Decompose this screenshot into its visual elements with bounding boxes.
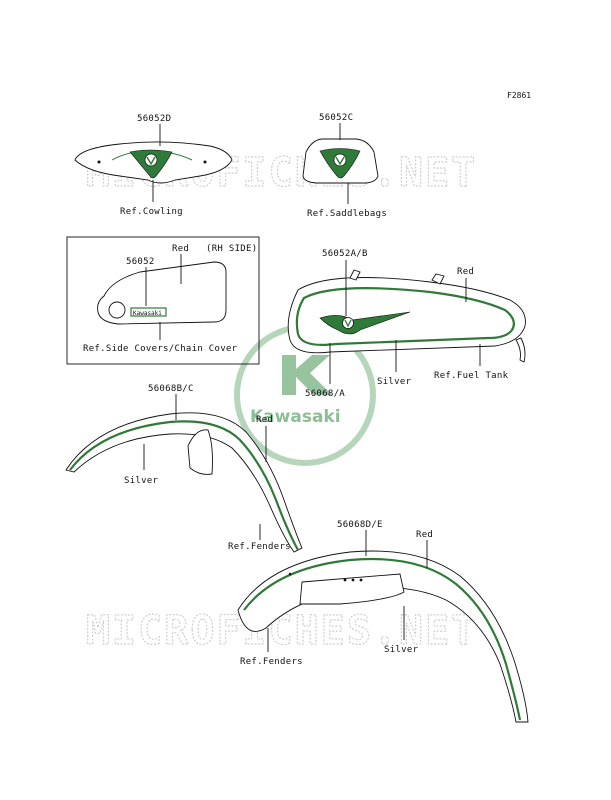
rear-fender-body xyxy=(65,412,303,553)
fuel-cap-tab-right xyxy=(431,273,445,285)
ref-cowling-label: Ref.Cowling xyxy=(120,207,183,217)
front-fender-stripe xyxy=(243,557,522,721)
side-cover-inset: Red (RH SIDE) 56052 Kawasaki Ref.Side Co… xyxy=(66,236,260,365)
rear-fender-assembly: 56068B/C Red Silver Ref.Fenders xyxy=(65,384,303,553)
cowling-emblem-v-mark xyxy=(146,156,156,166)
front-fender-plate xyxy=(299,573,405,605)
cowling-emblem-assembly: 56052D Ref.Cowling xyxy=(74,114,233,217)
part-number-56052D: 56052D xyxy=(137,114,171,124)
cowling-hole-left xyxy=(97,160,101,164)
logo-text: Kawasaki xyxy=(250,407,341,427)
part-number-56052C: 56052C xyxy=(319,113,353,123)
saddlebag-emblem-center xyxy=(333,153,347,167)
side-cover-badge-text: Kawasaki xyxy=(133,310,162,317)
rear-fender-stripe xyxy=(69,420,299,551)
ref-fenders-label-2: Ref.Fenders xyxy=(240,657,303,667)
rear-silver-label: Silver xyxy=(124,476,159,486)
fuel-tank-v-emblem xyxy=(319,311,411,335)
front-red-label: Red xyxy=(416,530,433,540)
front-fender-lip-hole xyxy=(288,572,292,576)
side-cover-emblem xyxy=(97,261,227,325)
figure-code: F2861 xyxy=(507,91,531,100)
saddlebag-emblem-assembly: 56052C Ref.Saddlebags xyxy=(302,113,387,219)
fuel-tank-emblem-v-mark xyxy=(344,319,352,328)
part-number-56068A: 56068/A xyxy=(305,389,345,399)
fuel-tank-mount xyxy=(515,337,526,363)
part-number-56068BC: 56068B/C xyxy=(148,384,194,394)
inset-red-label: Red xyxy=(172,244,189,254)
front-fender-hole-1 xyxy=(343,578,347,582)
tank-silver-label: Silver xyxy=(377,377,412,387)
fuel-tank-stripe xyxy=(295,287,515,346)
rear-red-label: Red xyxy=(256,415,273,425)
logo-k-mark xyxy=(282,355,332,395)
front-silver-label: Silver xyxy=(384,645,419,655)
fuel-cap-tab-left xyxy=(349,269,361,281)
front-fender-hole-3 xyxy=(359,578,363,582)
saddlebag-emblem-v-mark xyxy=(335,156,345,166)
side-cover-badge xyxy=(130,307,167,317)
ref-side-covers-label: Ref.Side Covers/Chain Cover xyxy=(83,344,238,354)
front-fender-hole-2 xyxy=(351,578,355,582)
side-cover-ring xyxy=(108,301,126,319)
cowling-hole-right xyxy=(203,160,207,164)
rh-side-label: (RH SIDE) xyxy=(206,244,257,254)
ref-saddlebags-label: Ref.Saddlebags xyxy=(307,209,387,219)
front-fender-assembly: 56068D/E Red Ref.Fenders Silver xyxy=(237,520,529,723)
part-number-56052AB: 56052A/B xyxy=(322,249,368,259)
fuel-tank-assembly: 56052A/B Red 56068/A Silver Ref.Fuel Tan… xyxy=(287,249,526,399)
ref-fenders-label-1: Ref.Fenders xyxy=(228,542,291,552)
rear-fender-cutout xyxy=(187,429,213,475)
cowling-emblem-center xyxy=(144,153,158,167)
inset-frame xyxy=(66,236,260,365)
ref-fuel-tank-label: Ref.Fuel Tank xyxy=(434,371,509,381)
part-number-56052: 56052 xyxy=(126,257,155,267)
part-number-56068DE: 56068D/E xyxy=(337,520,383,530)
tank-red-label: Red xyxy=(457,267,474,277)
